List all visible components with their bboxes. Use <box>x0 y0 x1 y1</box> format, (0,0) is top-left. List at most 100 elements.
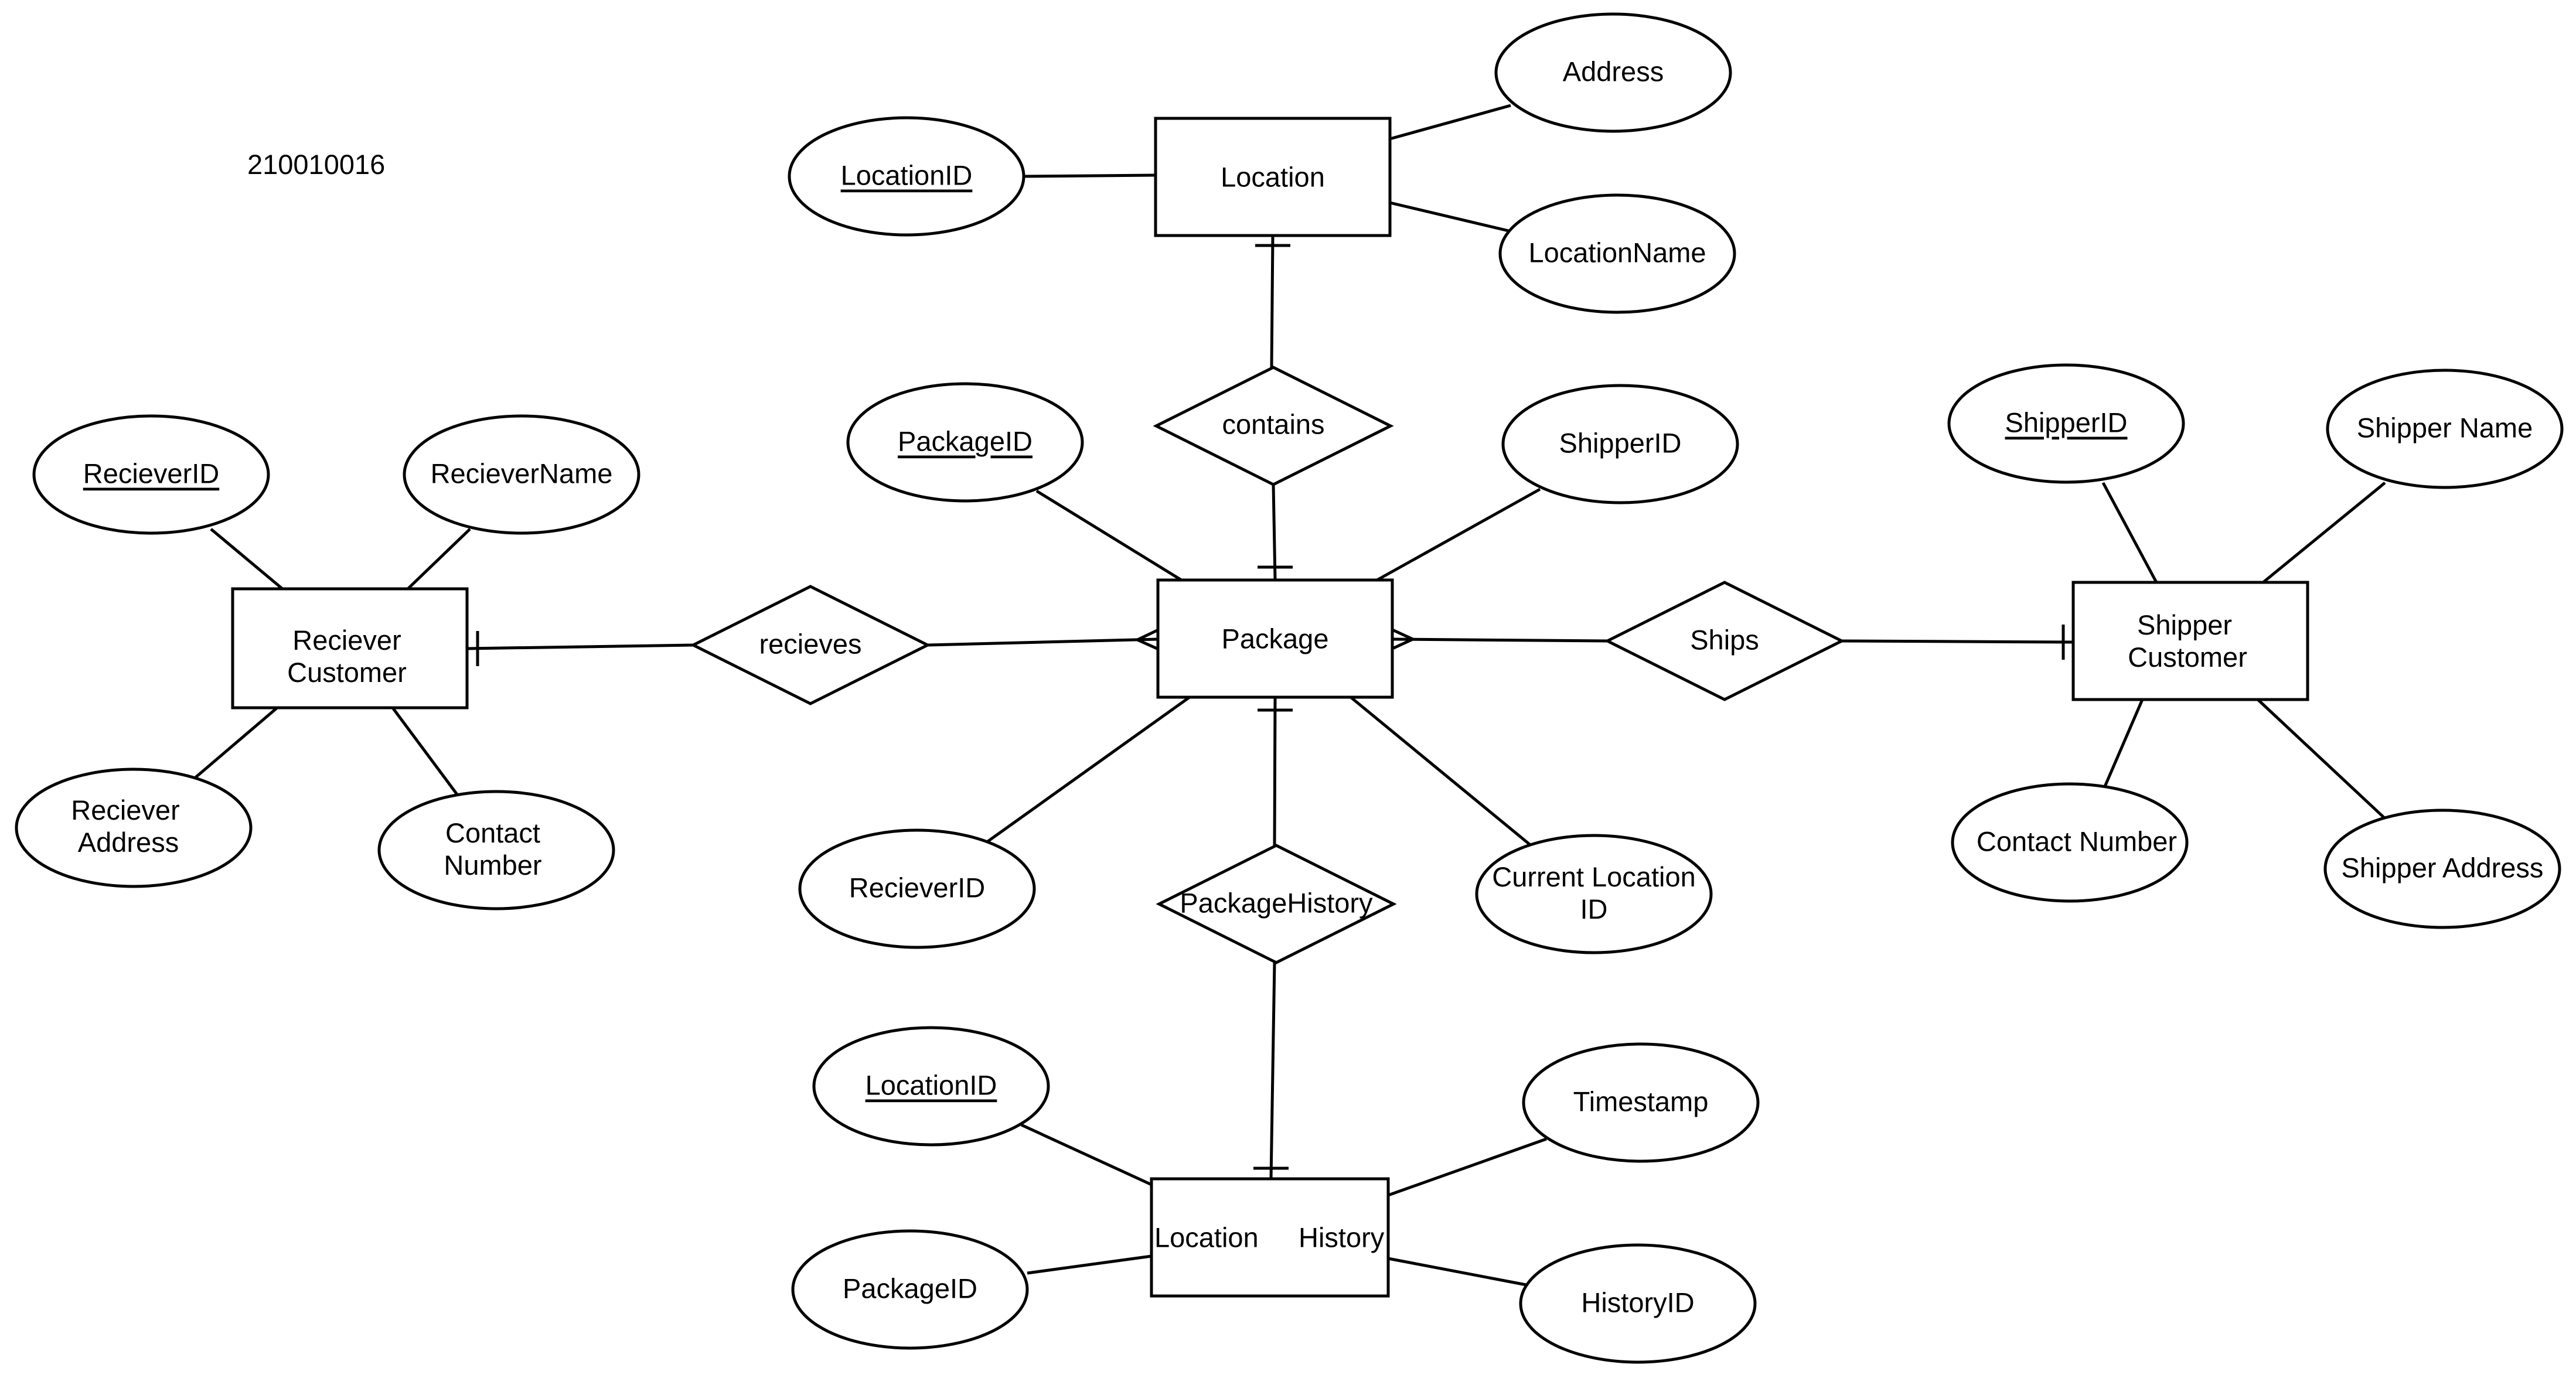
attribute-label: Timestamp <box>1573 1086 1709 1117</box>
line-packagehistory-locationhistory <box>1269 962 1276 1179</box>
entity-package: Package <box>1156 578 1394 699</box>
connector-lines <box>192 104 2386 1288</box>
attribute-label: Shipper Address <box>2342 852 2544 884</box>
attribute-label: Shipper Name <box>2357 412 2533 444</box>
attribute-ellipse <box>1501 384 1739 504</box>
line-receiver-recieves <box>466 643 694 650</box>
line-packageid-locationhistory <box>1027 1254 1152 1275</box>
line-ships-shipper <box>1841 639 2074 644</box>
entity-receiver-customer: Reciever Customer <box>231 587 469 710</box>
attribute-label: Address <box>1563 56 1664 87</box>
attribute-shipper-shippername: Shipper Name <box>2326 369 2564 489</box>
relationship-ships: Ships <box>1604 581 1845 701</box>
attribute-label: RecieverID <box>83 458 219 489</box>
attribute-label: Contact <box>445 817 540 848</box>
attribute-location-locationname: LocationName <box>1498 193 1736 314</box>
attribute-label: RecieverID <box>849 872 985 903</box>
relationship-diamond <box>690 585 931 705</box>
line-currentlocation-package <box>1350 696 1534 848</box>
attribute-label: ID <box>1580 893 1608 925</box>
attribute-ellipse <box>1498 193 1736 314</box>
line-recievername-receiver <box>407 528 471 590</box>
line-recieverid-receiver <box>210 528 284 590</box>
attribute-label: PackageID <box>843 1273 977 1304</box>
line-location-contains <box>1270 235 1275 368</box>
entity-label: Location <box>1154 1222 1259 1253</box>
attribute-receiver-recieverid: RecieverID <box>32 414 270 535</box>
line-location-locationname <box>1389 201 1514 234</box>
line-recieves-package <box>927 637 1158 647</box>
line-shipperid-shipper <box>2101 482 2158 584</box>
attribute-ellipse <box>377 790 615 910</box>
entity-label: Location <box>1221 162 1325 193</box>
relationship-recieves: recieves <box>690 585 931 705</box>
attribute-receiver-recievername: RecieverName <box>403 414 640 535</box>
attribute-ellipse <box>2326 369 2564 489</box>
attribute-locationhistory-packageid: PackageID <box>791 1229 1029 1350</box>
line-timestamp-locationhistory <box>1388 1137 1547 1197</box>
entity-location: Location <box>1154 117 1392 237</box>
line-contact-receiver <box>391 707 461 798</box>
attribute-locationhistory-historyid: HistoryID <box>1519 1243 1757 1364</box>
attribute-label: PackageID <box>898 426 1033 457</box>
attribute-label: LocationID <box>866 1070 997 1101</box>
entity-label: Shipper <box>2137 609 2232 640</box>
entity-label: Package <box>1222 623 1329 654</box>
attribute-receiver-contactnumber: Contact Number <box>377 790 615 910</box>
attribute-shipper-shipperid: ShipperID <box>1947 363 2185 484</box>
relationship-contains: contains <box>1153 366 1394 486</box>
attribute-locationhistory-locationid: LocationID <box>812 1026 1050 1147</box>
entity-box <box>2071 581 2309 701</box>
attribute-ellipse <box>1475 834 1713 954</box>
attribute-label: LocationID <box>841 160 973 191</box>
attribute-receiver-recieveraddress: Reciever Address <box>15 768 253 888</box>
line-shipperid-package <box>1376 487 1541 582</box>
line-recieveraddress-receiver <box>192 707 278 780</box>
attribute-shipper-shipperaddress: Shipper Address <box>2323 809 2561 929</box>
attribute-package-recieverid: RecieverID <box>798 828 1036 949</box>
attribute-ellipse <box>812 1026 1050 1147</box>
line-contactnumber-shipper <box>2102 699 2144 790</box>
attribute-label: Reciever <box>71 794 179 826</box>
relationship-label: Ships <box>1690 625 1759 656</box>
relationship-diamond <box>1604 581 1845 701</box>
attribute-package-currentlocationid: Current Location ID <box>1475 834 1713 954</box>
attribute-ellipse <box>1947 363 2185 484</box>
line-locationid-location <box>1023 173 1156 178</box>
attribute-label: ShipperID <box>2005 407 2128 438</box>
attribute-ellipse <box>2323 809 2561 929</box>
attribute-label: Number <box>444 850 541 881</box>
attribute-ellipse <box>798 828 1036 949</box>
line-package-ships <box>1392 637 1608 643</box>
line-contains-package <box>1272 484 1277 581</box>
attribute-label: HistoryID <box>1581 1287 1694 1318</box>
attribute-label: Current Location <box>1492 861 1695 892</box>
attribute-location-address: Address <box>1494 12 1732 133</box>
attribute-label: ShipperID <box>1559 428 1682 459</box>
relationship-packagehistory: PackageHistory <box>1156 844 1397 964</box>
entity-label: Reciever <box>292 625 401 656</box>
relationship-label: recieves <box>759 629 861 660</box>
attribute-locationhistory-timestamp: Timestamp <box>1522 1042 1760 1163</box>
attribute-ellipse <box>788 116 1025 237</box>
line-location-address <box>1389 104 1511 141</box>
attribute-ellipse <box>1519 1243 1757 1364</box>
line-shipperaddress-shipper <box>2257 698 2386 819</box>
attribute-package-shipperid: ShipperID <box>1501 384 1739 504</box>
entity-box <box>1156 578 1394 699</box>
line-locationid-locationhistory <box>1020 1123 1153 1186</box>
diagram-id-label: 210010016 <box>247 149 385 180</box>
relationship-diamond <box>1156 844 1397 964</box>
attribute-package-packageid: PackageID <box>846 382 1084 503</box>
attribute-ellipse <box>403 414 640 535</box>
attribute-ellipse <box>791 1229 1029 1350</box>
attribute-label: Contact Number <box>1977 826 2177 857</box>
attribute-shipper-contactnumber: Contact Number <box>1951 782 2189 903</box>
entity-shipper-customer: Shipper Customer <box>2071 581 2309 701</box>
attribute-ellipse <box>15 768 253 888</box>
attribute-label: RecieverName <box>431 458 613 489</box>
line-historyid-locationhistory <box>1388 1257 1533 1288</box>
entity-label: Customer <box>2128 642 2247 673</box>
relationship-label: PackageHistory <box>1180 888 1373 919</box>
